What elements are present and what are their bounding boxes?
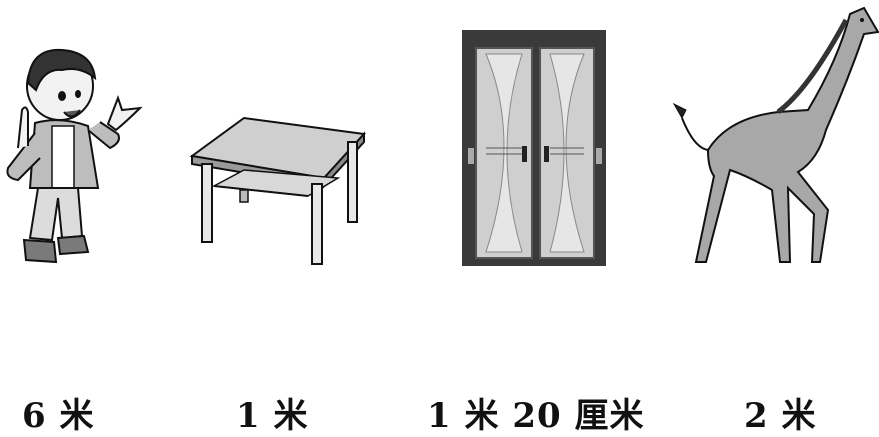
- giraffe-height-label: 2 米: [744, 396, 817, 436]
- table-height-label: 1 米: [236, 396, 309, 436]
- door-height-label: 1 米 20 厘米: [427, 396, 645, 436]
- boy-illustration: [0, 38, 150, 268]
- boy-height-label: 6 米: [22, 396, 95, 436]
- sliding-door-illustration: [462, 30, 606, 266]
- table-illustration: [188, 114, 368, 269]
- giraffe-illustration: [668, 0, 879, 270]
